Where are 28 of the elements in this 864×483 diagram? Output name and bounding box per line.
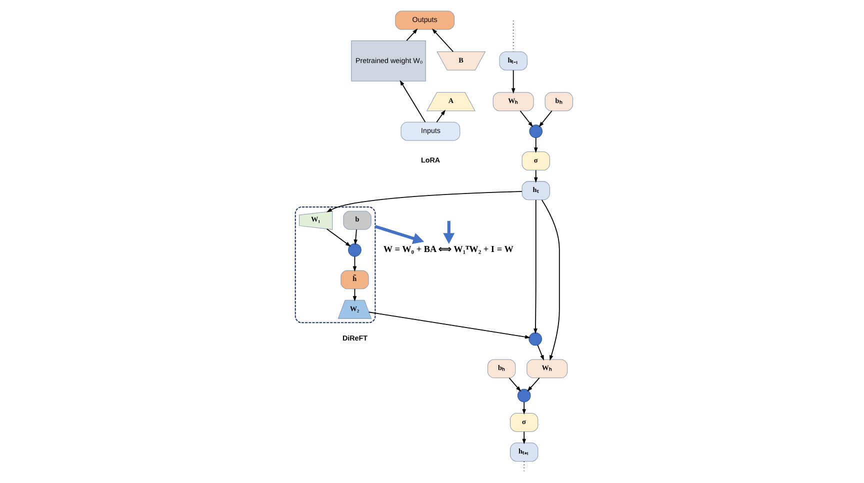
arrow — [326, 190, 522, 212]
arrow — [538, 110, 552, 127]
arrow — [534, 199, 538, 334]
node-circle — [529, 124, 543, 138]
arrow — [522, 401, 526, 414]
arrow — [511, 69, 516, 94]
arrow — [508, 377, 522, 392]
node-text: W = W₀ + BA ⟺ W₁ᵀW₂ + I = W — [383, 243, 514, 254]
arrow — [527, 377, 540, 392]
arrow — [522, 430, 526, 444]
arrow — [537, 344, 544, 360]
node-circle — [528, 332, 542, 346]
arrow — [436, 109, 446, 122]
arrow — [534, 169, 538, 182]
arrow — [354, 228, 358, 244]
node-circle — [348, 242, 362, 256]
arrow — [443, 220, 455, 244]
arrow — [534, 136, 538, 152]
arrow — [541, 199, 560, 360]
node-circle — [517, 388, 531, 402]
arrow — [368, 311, 530, 338]
arrow — [326, 228, 351, 246]
arrow — [406, 28, 418, 41]
arrow — [520, 110, 534, 127]
arrow — [352, 255, 357, 272]
arrow — [400, 80, 426, 122]
arrow — [432, 28, 454, 52]
arrow — [374, 224, 424, 244]
